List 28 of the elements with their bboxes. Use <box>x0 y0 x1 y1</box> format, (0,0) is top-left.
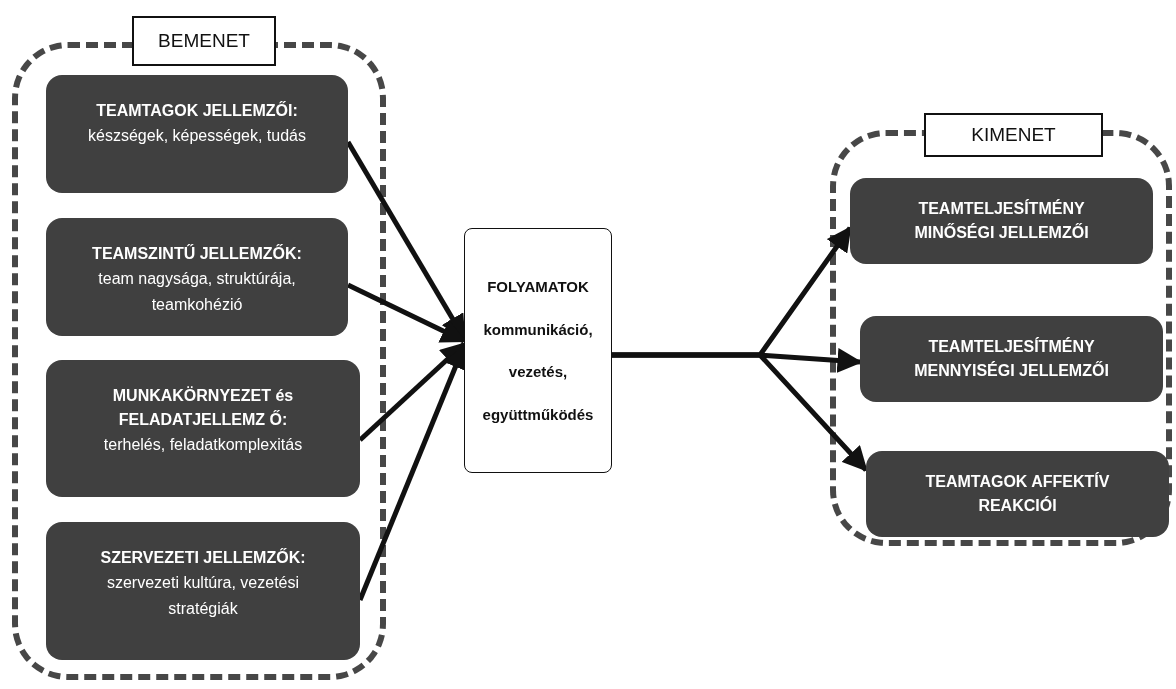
factor-box <box>46 75 348 193</box>
factor-box <box>860 316 1163 402</box>
box-heading: SZERVEZETI JELLEMZŐK: <box>100 547 306 568</box>
box-body: szervezeti kultúra, vezetési stratégiák <box>105 573 301 619</box>
factor-box <box>866 451 1169 537</box>
factor-box <box>850 178 1153 264</box>
process-text: vezetés, <box>508 363 568 381</box>
box-body: terhelés, feladatkomplexitás <box>103 435 303 455</box>
arrow <box>358 342 466 442</box>
box-heading: TEAMTELJESÍTMÉNY MENNYISÉGI JELLEMZŐI <box>913 336 1110 381</box>
box-heading: TEAMTAGOK AFFEKTÍV REAKCIÓI <box>924 471 1111 516</box>
process-text: együttműködés <box>482 405 594 423</box>
box-heading: MUNKAKÖRNYEZET és FELADATJELLEMZ Ő: <box>111 385 295 430</box>
box-body: team nagysága, struktúrája, teamkohézió <box>97 269 297 315</box>
process-text: FOLYAMATOK <box>487 278 589 296</box>
group-heading: BEMENET <box>132 16 276 66</box>
group-heading: KIMENET <box>924 113 1103 157</box>
factor-box <box>46 522 360 660</box>
box-heading: TEAMSZINTŰ JELLEMZŐK: <box>92 243 302 264</box>
arrow <box>612 352 868 472</box>
box-heading: TEAMTAGOK JELLEMZŐI: <box>96 100 298 121</box>
process-text: kommunikáció, <box>483 320 593 338</box>
box-body: készségek, képességek, tudás <box>88 126 306 146</box>
factor-box <box>46 360 360 497</box>
process-box <box>464 228 612 473</box>
factor-box <box>46 218 348 336</box>
dashed-group-frame <box>830 130 1172 546</box>
box-heading: TEAMTELJESÍTMÉNY MINŐSÉGI JELLEMZŐI <box>913 198 1090 243</box>
